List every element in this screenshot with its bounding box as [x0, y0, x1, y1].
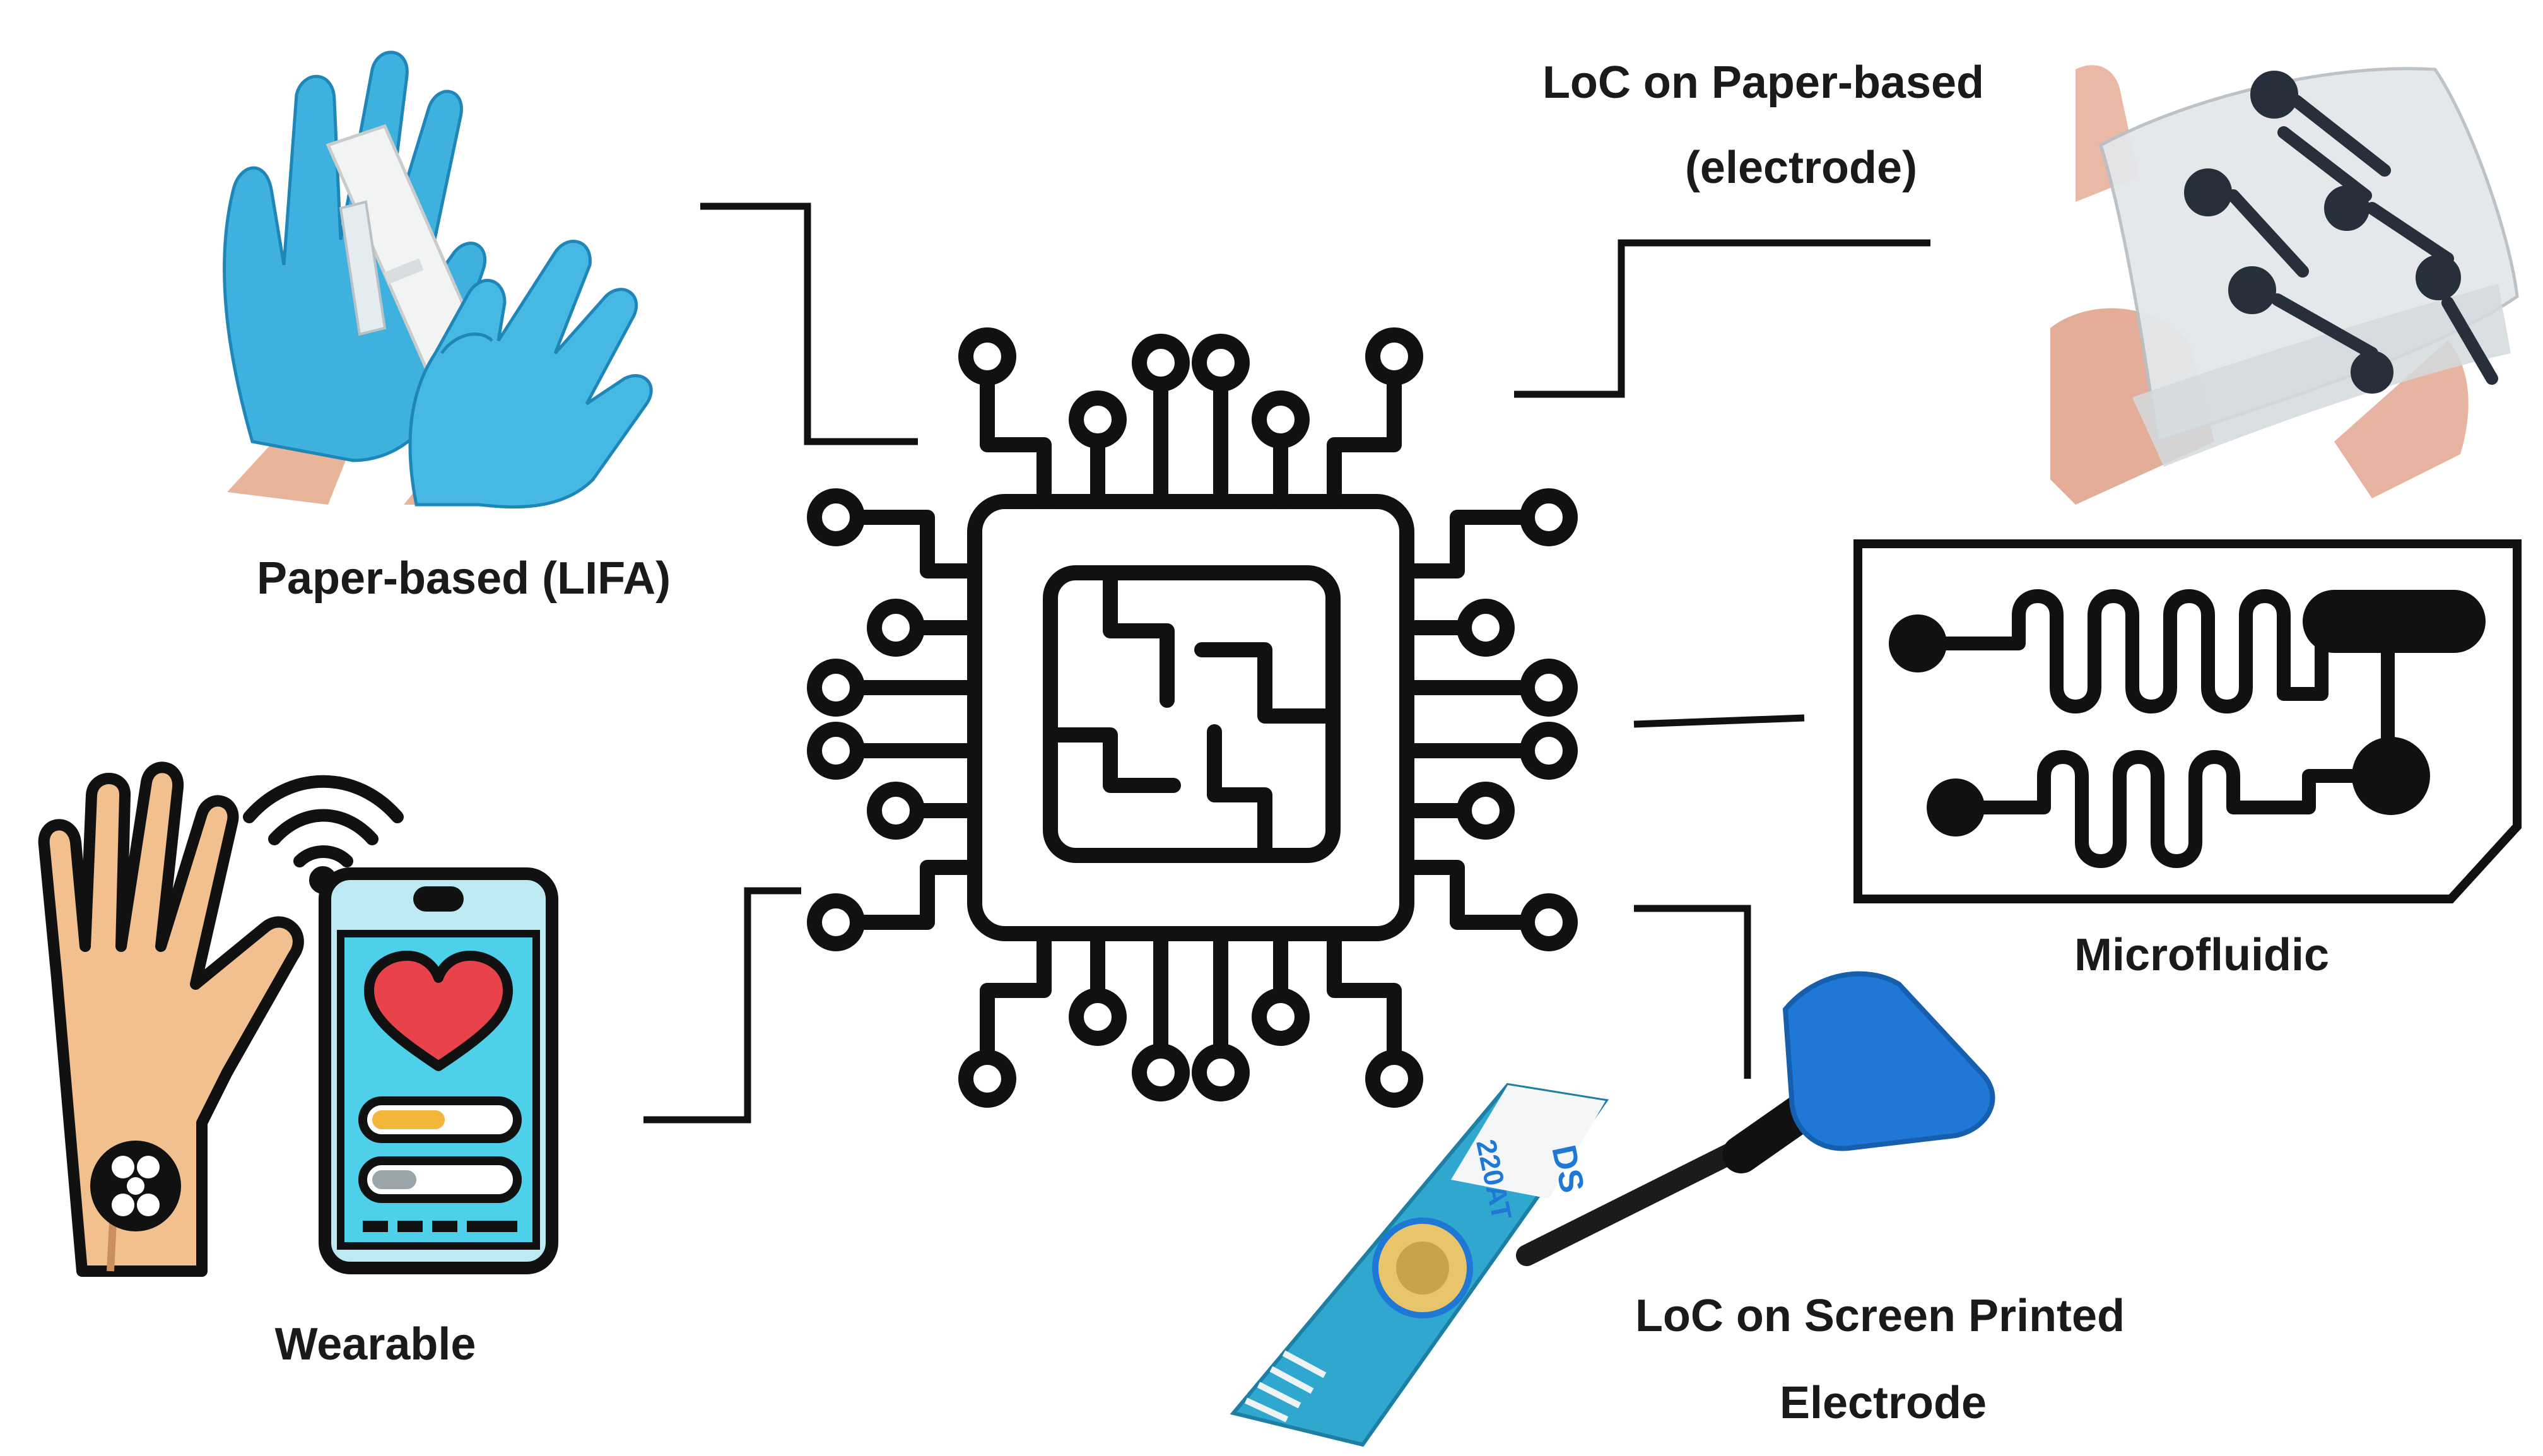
chip-pin-pad: [1457, 782, 1515, 840]
chip-pin: [850, 860, 982, 930]
chip-trace: [1194, 642, 1332, 724]
chip-trace: [1103, 573, 1175, 708]
microfluidic-inlet: [1889, 614, 1947, 672]
flexible-electrode-image: [2050, 65, 2519, 505]
chip-pin: [1399, 860, 1534, 930]
chip-pin-pad: [1252, 988, 1310, 1046]
chip-icon: [807, 327, 1578, 1108]
chip-core: [1043, 565, 1341, 863]
wearable-icon: [38, 761, 558, 1277]
microfluidic-outline: [1853, 539, 2522, 903]
chip-pin-pad: [1365, 327, 1423, 385]
chip-pin-pad: [1365, 1050, 1423, 1108]
label-loc-spe-line1: LoC on Screen Printed: [1635, 1291, 2125, 1341]
chip-pin-pad: [867, 782, 925, 840]
chip-pin-pad: [1457, 599, 1515, 657]
chip-pin-pad: [1520, 722, 1578, 780]
connector-microfluidic: [1633, 714, 1805, 728]
connector-loc-paper: [1514, 239, 1930, 398]
chip-pin-pad: [807, 659, 865, 717]
microfluidic-inlet: [1927, 778, 1985, 837]
wearable-sensor-patch: [90, 1141, 181, 1231]
connector-spe: [1634, 905, 1751, 1079]
label-loc-paper-line1: LoC on Paper-based: [1542, 57, 1984, 108]
chip-pin: [1399, 510, 1534, 578]
chip-pin-pad: [1069, 390, 1127, 449]
chip-pin-pad: [867, 599, 925, 657]
chip-pin-pad: [1069, 988, 1127, 1046]
screen-printed-electrode-image: DS 220AT: [1230, 971, 1995, 1447]
microfluidic-reservoir: [2303, 590, 2486, 653]
electrode-tape: [1782, 971, 1995, 1151]
chip-trace: [1049, 727, 1181, 793]
chip-pin: [980, 926, 1052, 1064]
connector-paper-lifa: [700, 203, 918, 445]
label-loc-paper-line2: (electrode): [1685, 143, 1917, 193]
chip-pin-pad: [1520, 659, 1578, 717]
chip-pin: [850, 510, 982, 578]
connector-wearable: [643, 887, 801, 1124]
wifi-icon: [243, 775, 404, 894]
chip-pin-pad: [1520, 893, 1578, 951]
chip-pin: [980, 371, 1052, 509]
chip-pin-pad: [958, 1050, 1016, 1108]
chip-pin-pad: [958, 327, 1016, 385]
label-loc-spe-line2: Electrode: [1780, 1378, 1987, 1428]
chip-pin-pad: [1520, 488, 1578, 546]
chip-pin: [1327, 926, 1402, 1064]
microfluidic-outlet: [2352, 737, 2430, 815]
chip-pin-pad: [1132, 334, 1190, 392]
gloved-hands-lifa-image: [223, 50, 653, 509]
microfluidic-channel-bottom: [1952, 750, 2379, 868]
chip-pin-pad: [807, 722, 865, 780]
chip-pin-pad: [807, 893, 865, 951]
label-paper-lifa: Paper-based (LIFA): [257, 553, 671, 604]
microfluidic-chip-icon: [1853, 539, 2522, 903]
connector-lines: [643, 203, 1930, 1124]
chip-pin-pad: [1252, 390, 1310, 449]
chip-pin: [1327, 371, 1402, 509]
chip-trace: [1207, 724, 1272, 856]
chip-pin-pad: [1192, 334, 1250, 392]
phone-icon: [319, 867, 558, 1274]
chip-pin-pad: [1132, 1043, 1190, 1101]
chip-pin-pad: [807, 488, 865, 546]
chip-body: [967, 494, 1414, 941]
microfluidic-channel-top: [1914, 589, 2354, 713]
heart-icon: [364, 951, 513, 1071]
label-wearable: Wearable: [275, 1319, 476, 1370]
chip-pin-pad: [1192, 1043, 1250, 1101]
electrode-cable: [1516, 1131, 1765, 1266]
label-microfluidic: Microfluidic: [2074, 930, 2329, 980]
